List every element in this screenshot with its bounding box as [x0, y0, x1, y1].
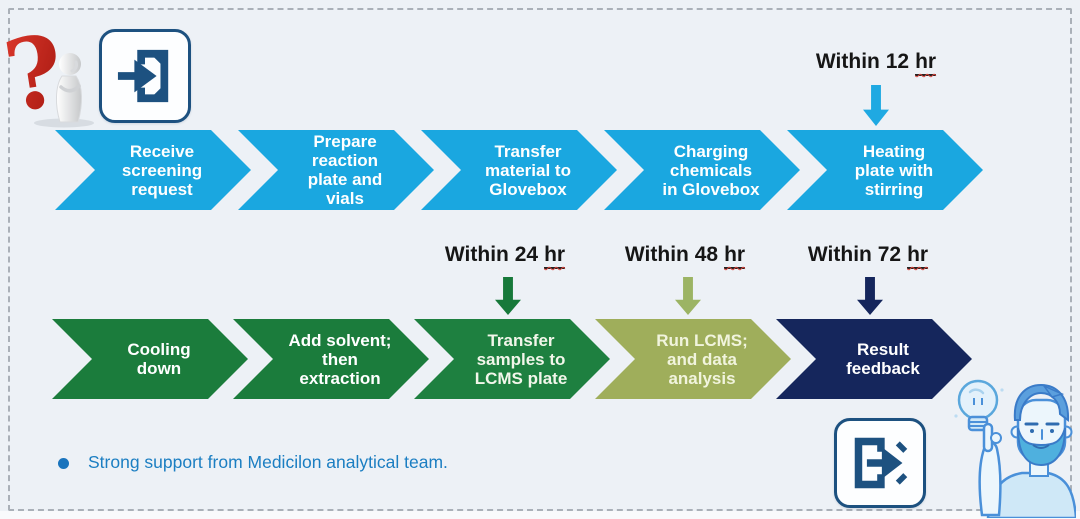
- annotation-unit: hr: [544, 243, 566, 269]
- flow-step-add-solvent-extraction: Add solvent; then extraction: [233, 319, 429, 399]
- flow-step-run-lcms-analysis: Run LCMS; and data analysis: [595, 319, 791, 399]
- bottom-margin-strip: [0, 511, 1080, 519]
- question-mark-figure-icon: ?: [6, 24, 94, 128]
- down-arrow-24hr: [495, 277, 521, 315]
- down-arrow-48hr: [675, 277, 701, 315]
- flow-step-result-feedback: Result feedback: [776, 319, 972, 399]
- down-arrow-72hr: [857, 277, 883, 315]
- flow-step-charging-chemicals: Charging chemicals in Glovebox: [604, 130, 800, 210]
- annotation-text: Within 48: [624, 243, 719, 266]
- flow-step-heating-plate: Heating plate with stirring: [787, 130, 983, 210]
- annotation-text: Within 12: [815, 50, 910, 73]
- flow-step-receive-screening-request: Receive screening request: [55, 130, 251, 210]
- sign-out-icon: [834, 418, 926, 508]
- flow-step-transfer-samples-lcms: Transfer samples to LCMS plate: [414, 319, 610, 399]
- sign-in-icon: [99, 29, 191, 123]
- annotation-unit: hr: [724, 243, 746, 269]
- down-arrow-12hr: [863, 85, 889, 126]
- flow-step-cooling-down: Cooling down: [52, 319, 248, 399]
- sign-in-glyph: [117, 49, 169, 103]
- sign-out-glyph: [854, 437, 908, 489]
- footer-note: Strong support from Medicilon analytical…: [88, 452, 448, 472]
- bullet-icon: [58, 458, 69, 469]
- annotation-text: Within 24: [444, 243, 539, 266]
- annotation-unit: hr: [907, 243, 929, 269]
- flow-step-prepare-reaction-plate: Prepare reaction plate and vials: [238, 130, 434, 210]
- idea-person-lightbulb-icon: [954, 379, 1076, 518]
- annotation-unit: hr: [915, 50, 937, 76]
- flow-step-transfer-material-glovebox: Transfer material to Glovebox: [421, 130, 617, 210]
- annotation-text: Within 72: [807, 243, 902, 266]
